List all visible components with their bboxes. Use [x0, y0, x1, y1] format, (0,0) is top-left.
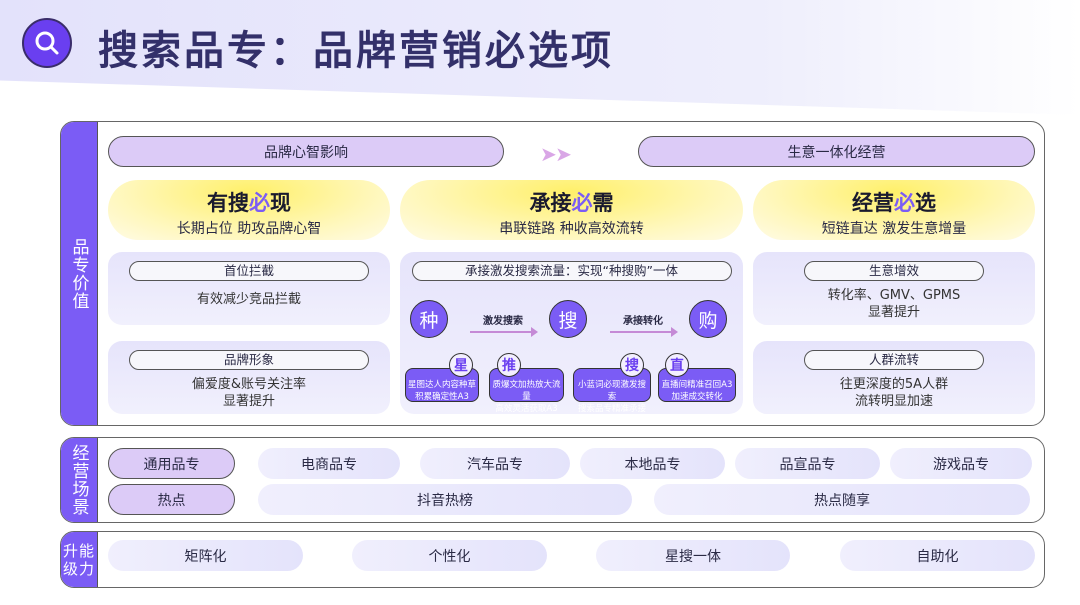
ability-self-service: 自助化	[840, 540, 1035, 571]
badge-zhi: 直	[665, 353, 689, 377]
node-seed: 种	[410, 300, 448, 338]
ability-xingsou: 星搜一体	[596, 540, 790, 571]
flow-arrow-1: 激发搜索	[470, 312, 538, 337]
scenario-hot-follow[interactable]: 热点随享	[654, 484, 1030, 515]
scenario-ecommerce[interactable]: 电商品专	[258, 448, 400, 479]
scenario-general[interactable]: 通用品专	[108, 448, 235, 479]
business-pill: 生意一体化经营	[638, 136, 1035, 167]
scenario-game[interactable]: 游戏品专	[890, 448, 1032, 479]
badge-sou: 搜	[620, 353, 644, 377]
scenario-hot[interactable]: 热点	[108, 484, 235, 515]
card-brand-image: 品牌形象 偏爱度&账号关注率 显著提升	[108, 341, 390, 414]
scenario-section-label: 经营场景	[61, 438, 98, 522]
ability-personalized: 个性化	[352, 540, 547, 571]
node-buy: 购	[689, 300, 727, 338]
scenario-local[interactable]: 本地品专	[580, 448, 725, 479]
column-head-2: 承接必需 串联链路 种收高效流转	[400, 180, 743, 240]
ability-matrix: 矩阵化	[108, 540, 303, 571]
flow-arrow-2: 承接转化	[610, 312, 678, 337]
badge-tui: 推	[497, 353, 521, 377]
scenario-douyin-hot-list[interactable]: 抖音热榜	[258, 484, 632, 515]
ability-section-label: 升能级力	[61, 532, 98, 587]
scenario-auto[interactable]: 汽车品专	[420, 448, 570, 479]
column-head-3: 经营必选 短链直达 激发生意增量	[753, 180, 1035, 240]
brand-mind-pill: 品牌心智影响	[108, 136, 504, 167]
badge-xing: 星	[449, 353, 473, 377]
scenario-brand-promo[interactable]: 品宣品专	[735, 448, 880, 479]
card-first-position: 首位拦截 有效减少竞品拦截	[108, 252, 390, 325]
page-title: 搜索品专：品牌营销必选项	[98, 28, 614, 74]
card-audience-flow: 人群流转 往更深度的5A人群 流转明显加速	[753, 341, 1035, 414]
card-business-efficiency: 生意增效 转化率、GMV、GPMS 显著提升	[753, 252, 1035, 325]
box-sou: 小蓝词必现激发搜索搜索品专精准承接	[573, 368, 651, 414]
node-search: 搜	[549, 300, 587, 338]
value-section-label: 品专价值	[61, 122, 98, 425]
search-logo-icon	[22, 18, 72, 68]
column-head-1: 有搜必现 长期占位 助攻品牌心智	[108, 180, 390, 240]
double-arrow-icon: ➤ ➤	[540, 142, 572, 166]
